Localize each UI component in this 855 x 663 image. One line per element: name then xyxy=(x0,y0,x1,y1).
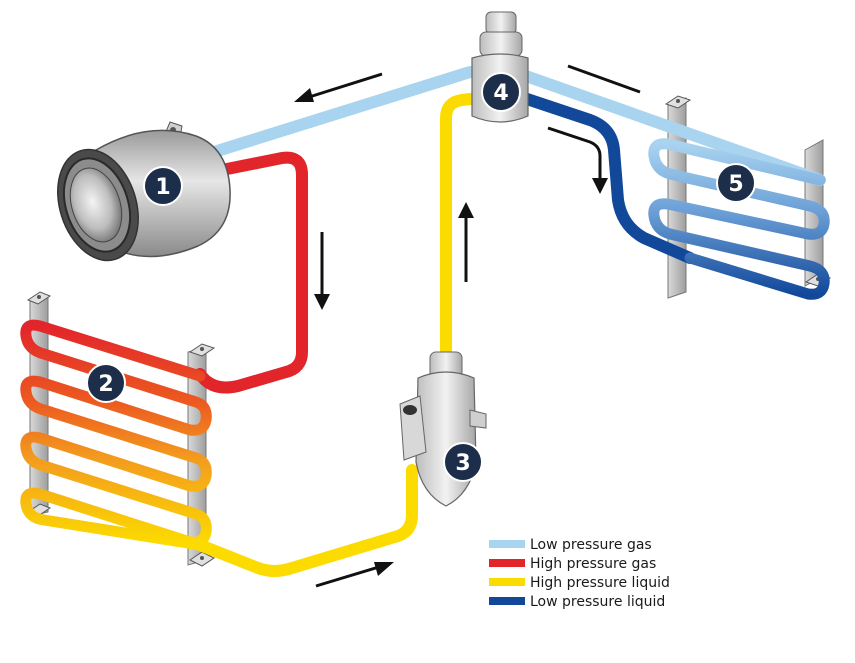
badge-4-number: 4 xyxy=(493,81,508,106)
badge-3-number: 3 xyxy=(455,451,470,476)
receiver-dryer: 3 xyxy=(399,351,487,507)
flow-arrow-lp-liquid xyxy=(547,126,608,194)
legend-label-high-pressure-gas: High pressure gas xyxy=(530,556,656,572)
valve-cap xyxy=(485,11,517,35)
legend-label-low-pressure-liquid: Low pressure liquid xyxy=(530,594,665,610)
legend: Low pressure gas High pressure gas High … xyxy=(489,537,670,610)
legend-item-low-pressure-liquid: Low pressure liquid xyxy=(489,594,665,610)
pipe-high-pressure-liquid-receiver xyxy=(194,464,418,577)
badge-5-number: 5 xyxy=(728,172,743,197)
pipe-high-pressure-liquid-valve xyxy=(440,92,484,366)
condenser-coil xyxy=(20,319,212,551)
pipe-low-pressure-liquid xyxy=(518,92,696,264)
flow-arrow-up-hp-liquid xyxy=(458,202,474,282)
flow-arrows xyxy=(294,64,641,588)
legend-swatch-high-pressure-liquid xyxy=(489,578,525,586)
badge-1-number: 1 xyxy=(155,175,170,200)
compressor: 1 xyxy=(57,121,231,262)
flow-arrow-right-hp-liquid xyxy=(315,562,394,588)
badge-2 xyxy=(86,363,126,403)
pipe-low-pressure-gas-evaporator xyxy=(520,70,826,186)
badge-3 xyxy=(443,442,483,482)
legend-item-low-pressure-gas: Low pressure gas xyxy=(489,537,652,553)
evaporator-coil xyxy=(648,138,830,300)
legend-label-low-pressure-gas: Low pressure gas xyxy=(530,537,652,553)
flow-arrow-to-evaporator-gas xyxy=(567,64,641,94)
flow-arrow-down-hp-gas xyxy=(314,232,330,310)
legend-label-high-pressure-liquid: High pressure liquid xyxy=(530,575,670,591)
pipe-high-pressure-gas xyxy=(194,151,308,394)
badge-4 xyxy=(481,72,521,112)
flow-arrow-to-compressor xyxy=(294,72,383,102)
legend-item-high-pressure-liquid: High pressure liquid xyxy=(489,575,670,591)
badge-1 xyxy=(143,166,183,206)
legend-swatch-high-pressure-gas xyxy=(489,559,525,567)
valve-head xyxy=(479,31,523,57)
expansion-valve: 4 xyxy=(471,11,529,123)
legend-swatch-low-pressure-liquid xyxy=(489,597,525,605)
receiver-port xyxy=(469,409,487,429)
badge-5 xyxy=(716,163,756,203)
pipe-low-pressure-gas-suction xyxy=(208,66,476,158)
legend-swatch-low-pressure-gas xyxy=(489,540,525,548)
badge-2-number: 2 xyxy=(98,372,113,397)
legend-item-high-pressure-gas: High pressure gas xyxy=(489,556,656,572)
compressor-pulley-face xyxy=(69,167,123,243)
